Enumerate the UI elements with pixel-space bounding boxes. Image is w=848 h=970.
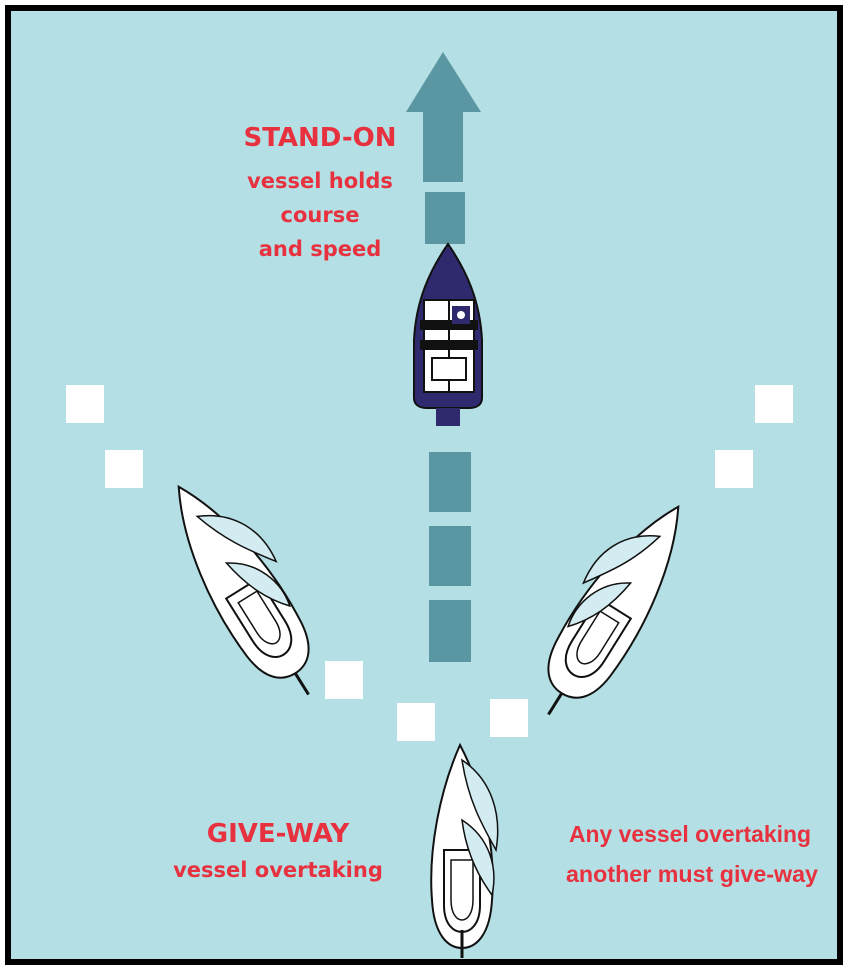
square-marker-icon (66, 385, 104, 423)
stand-on-line-2: course (281, 203, 360, 227)
square-marker-icon (490, 699, 528, 737)
square-marker-icon (755, 385, 793, 423)
stand-on-line-1: vessel holds (247, 169, 393, 193)
rule-line-1: Any vessel overtaking (569, 821, 811, 847)
track-segment (429, 526, 471, 586)
stand-on-title: STAND-ON (243, 123, 396, 153)
square-marker-icon (105, 450, 143, 488)
stand-on-line-3: and speed (259, 237, 382, 261)
give-way-line-1: vessel overtaking (173, 858, 383, 882)
track-segment (429, 452, 471, 512)
give-way-title: GIVE-WAY (207, 819, 351, 849)
track-segment (429, 600, 471, 662)
course-segment (425, 192, 465, 244)
rule-line-2: another must give-way (566, 861, 818, 887)
course-segment (423, 112, 463, 182)
square-marker-icon (397, 703, 435, 741)
square-marker-icon (715, 450, 753, 488)
stand-on-label: STAND-ON vessel holds course and speed (243, 123, 396, 261)
stand-on-wake-track (429, 452, 471, 662)
square-marker-icon (325, 661, 363, 699)
